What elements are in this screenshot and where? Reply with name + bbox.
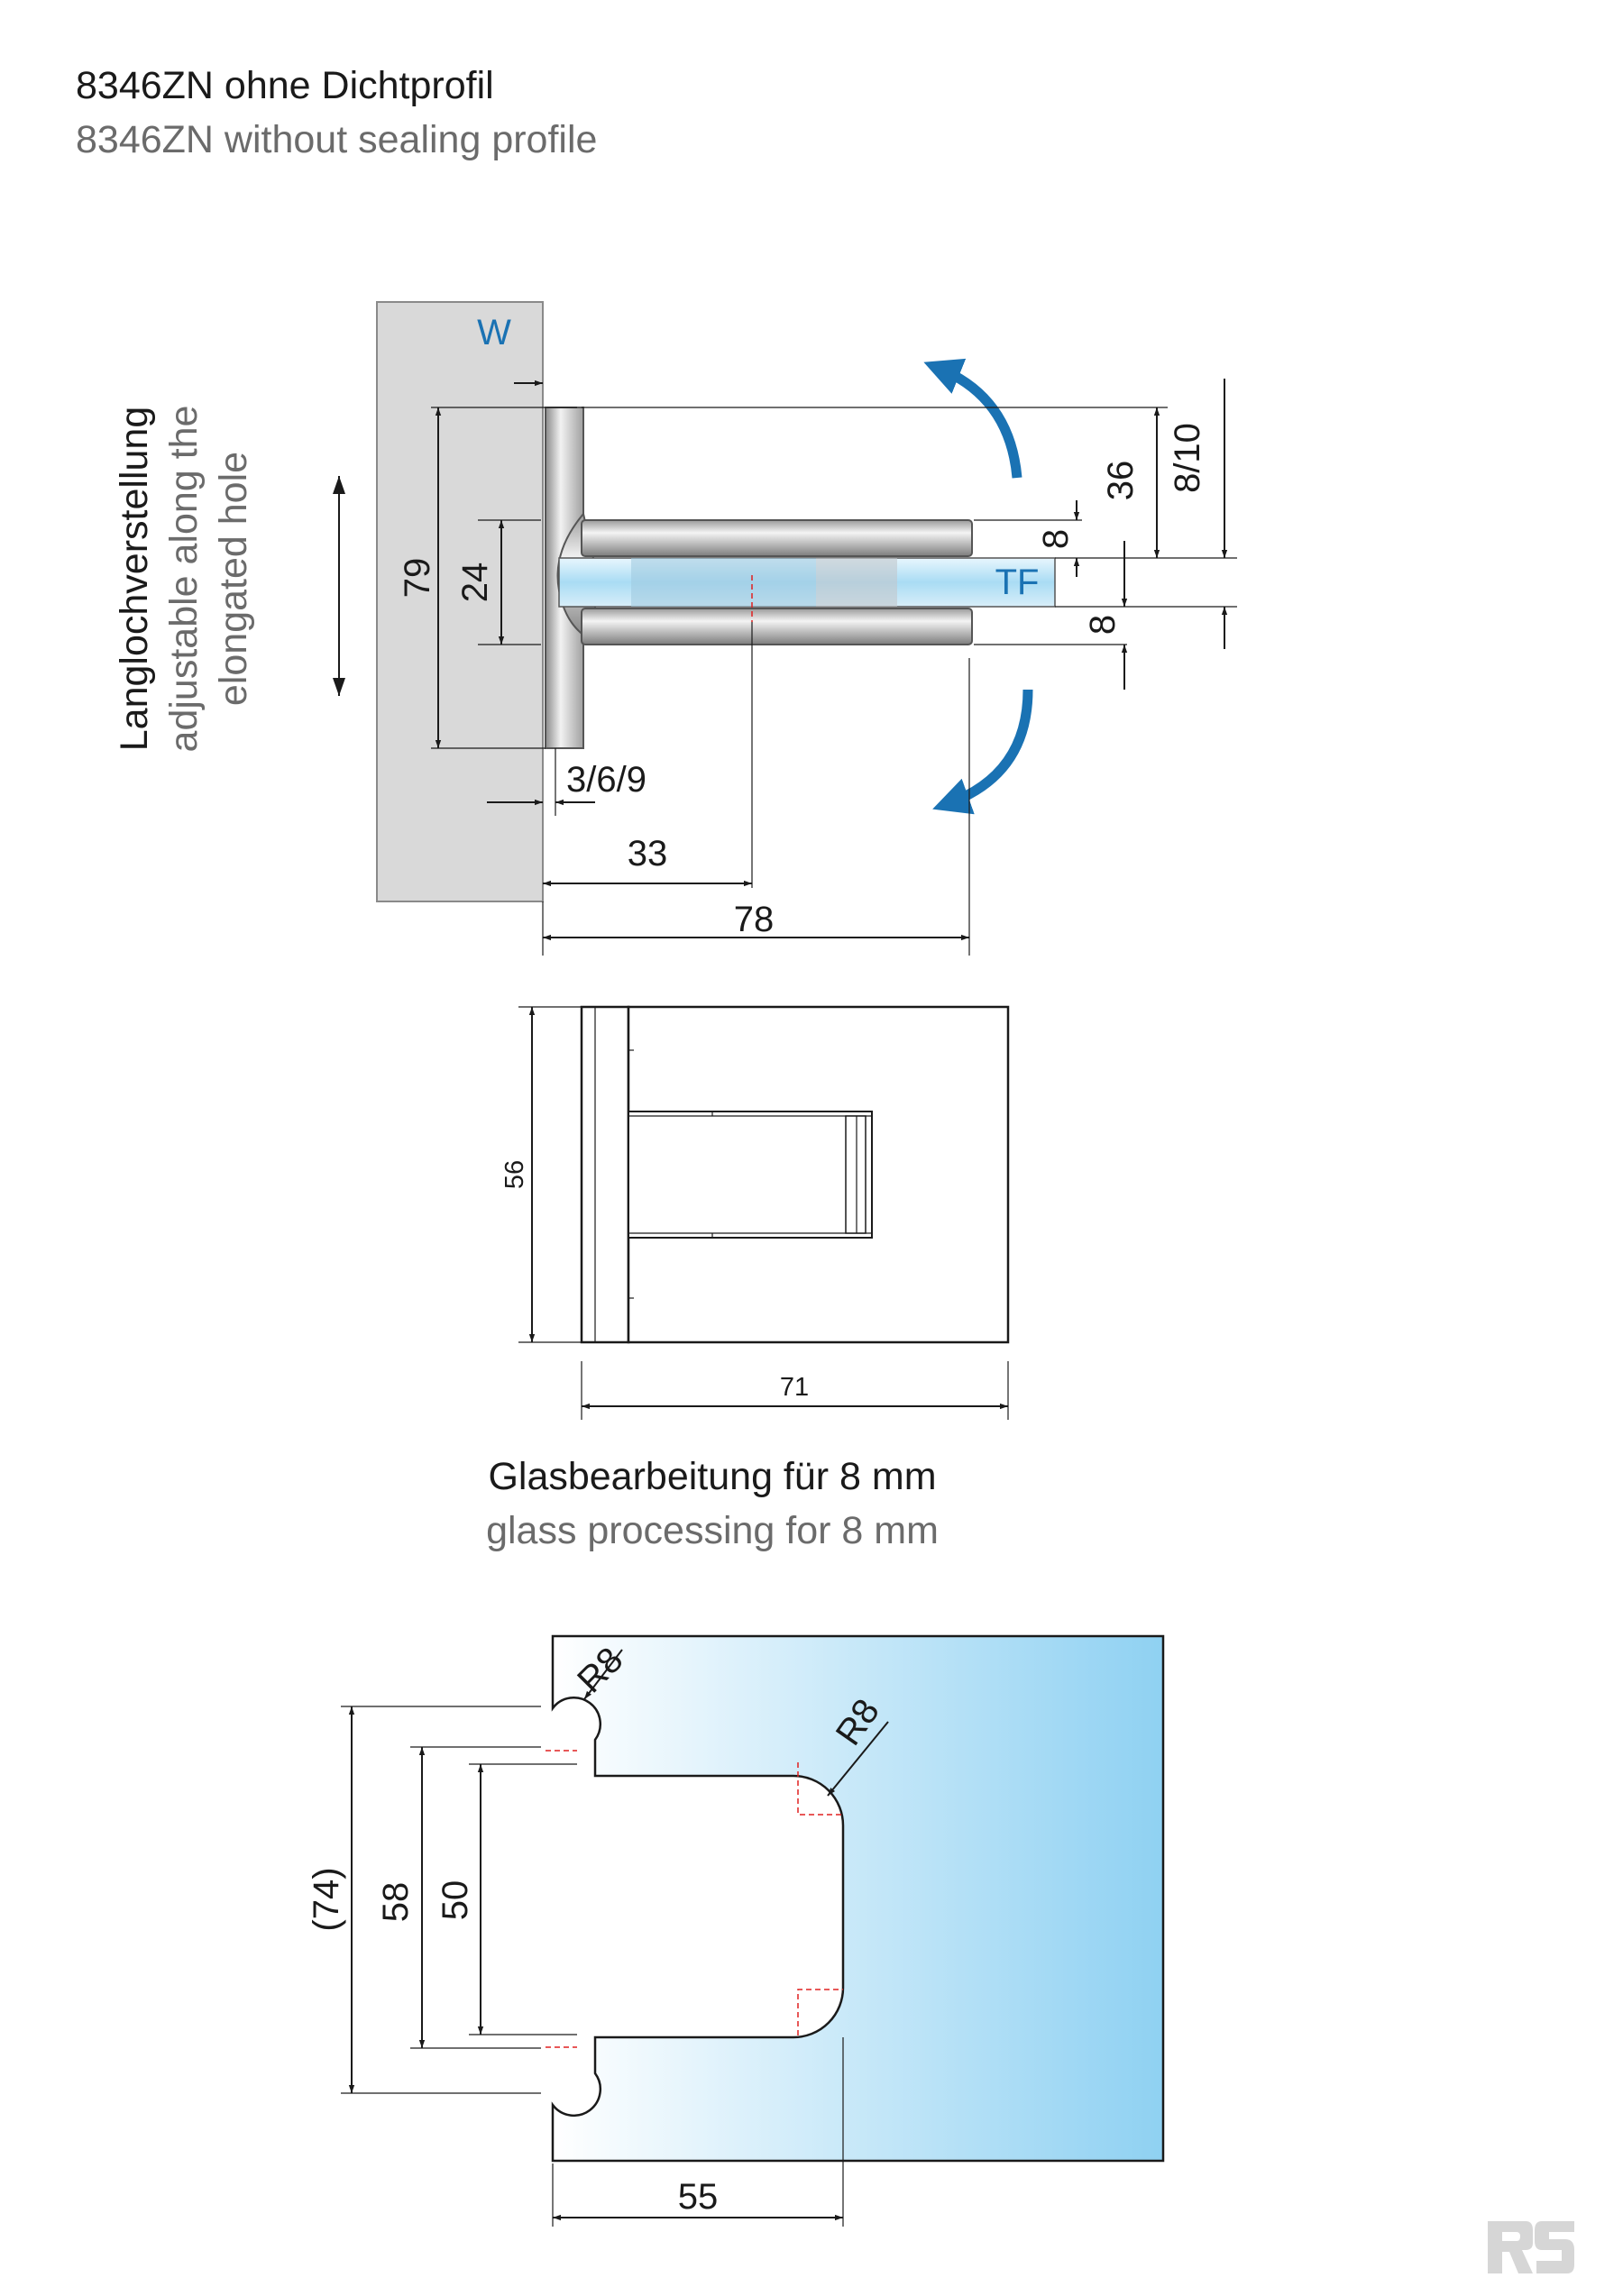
glass-processing-title-de: Glasbearbeitung für 8 mm — [488, 1455, 937, 1498]
clamp-arm-bottom — [581, 608, 973, 645]
dim-24: 24 — [455, 563, 495, 603]
title-english: 8346ZN without sealing profile — [76, 118, 598, 161]
dim-58: 58 — [376, 1882, 416, 1923]
glass-clamp-zone — [631, 558, 816, 607]
gp-extension-lines — [341, 1706, 844, 2227]
dim-3-6-9: 3/6/9 — [566, 760, 646, 800]
radius-left-leader — [583, 1649, 623, 1700]
adjustment-label-en-1: adjustable along the — [162, 406, 206, 753]
dim-78: 78 — [734, 900, 775, 939]
dim-36: 36 — [1101, 461, 1141, 501]
front-slot-end — [845, 1115, 867, 1234]
radius-right-leader — [827, 1721, 889, 1797]
dim-8-top: 8 — [1036, 529, 1076, 549]
rs-logo — [1488, 2221, 1574, 2273]
glass-label: TF — [995, 563, 1040, 602]
adjustment-label-de: Langlochverstellung — [113, 407, 156, 752]
dim-74: (74) — [307, 1867, 346, 1931]
swing-arrow-down — [932, 689, 1033, 815]
title-german: 8346ZN ohne Dichtprofil — [76, 64, 494, 107]
adjustment-label-en-2: elongated hole — [212, 452, 255, 706]
dim-56: 56 — [500, 1160, 529, 1189]
glass-processing-drawing: R8 R8 (74) 58 50 55 — [307, 1634, 1165, 2227]
radius-centre-marks — [546, 1750, 843, 2048]
glass-processing-title-en: glass processing for 8 mm — [486, 1509, 939, 1552]
wall-label: W — [477, 313, 511, 352]
side-view: Langlochverstellung adjustable along the… — [113, 301, 1237, 956]
front-glass-slot — [628, 1111, 873, 1239]
dim-55: 55 — [678, 2177, 719, 2217]
dim-71: 71 — [780, 1373, 809, 1402]
dim-79: 79 — [398, 558, 437, 599]
glass-cutout-shape — [551, 1634, 1165, 2163]
adjustment-label: Langlochverstellung adjustable along the… — [113, 406, 255, 753]
front-view: 56 71 — [500, 1005, 1010, 1420]
dim-33: 33 — [628, 834, 668, 874]
front-base-plate — [580, 1005, 630, 1344]
dim-8-bottom: 8 — [1083, 615, 1123, 635]
dim-8-10: 8/10 — [1168, 423, 1207, 493]
swing-arrow-up — [923, 358, 1022, 479]
extension-lines — [431, 407, 1237, 956]
clamp-arm-top — [581, 519, 973, 557]
dim-50: 50 — [436, 1880, 475, 1921]
glass-clamp-zone-2 — [816, 558, 897, 607]
